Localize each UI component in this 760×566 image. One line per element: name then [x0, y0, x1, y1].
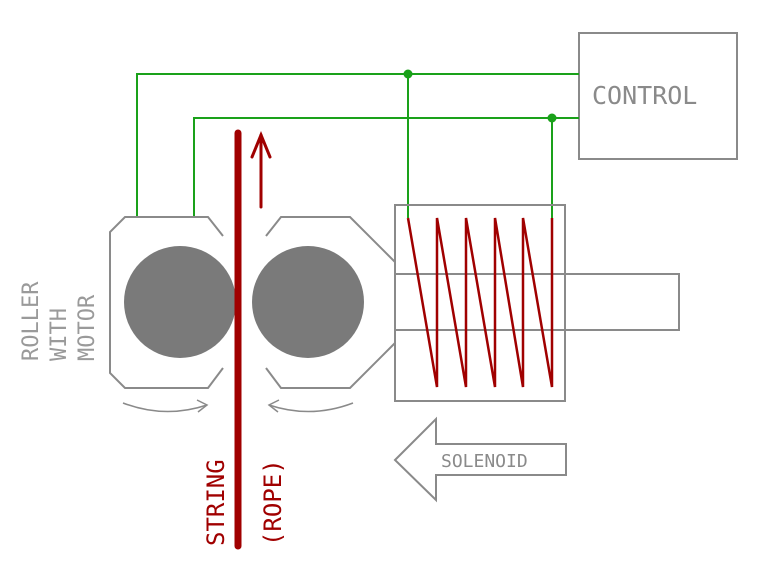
rope-label: (ROPE)	[259, 459, 287, 546]
left-roller-housing	[109, 216, 224, 389]
solenoid-body	[394, 204, 566, 402]
roller-label-line: MOTOR	[75, 294, 100, 361]
roller-label-line: ROLLER	[19, 281, 44, 361]
right-roller-housing	[265, 216, 396, 389]
roller-label-line: WITH	[47, 308, 72, 361]
left-roller	[124, 246, 236, 358]
solenoid-label: SOLENOID	[441, 451, 528, 472]
control-box: CONTROL	[578, 32, 738, 160]
up-arrow-icon	[250, 131, 272, 209]
control-label: CONTROL	[592, 81, 697, 110]
right-roller	[252, 246, 364, 358]
wire-left-roller	[136, 73, 579, 217]
solenoid-coil	[406, 217, 554, 388]
left-rotation-arrow-icon	[122, 399, 209, 413]
wire-right-roller	[193, 117, 579, 217]
wire-junction	[547, 113, 557, 123]
control-wires	[136, 73, 579, 218]
solenoid-arrow-icon	[393, 416, 567, 503]
roller-label: ROLLER WITH MOTOR	[19, 281, 100, 361]
right-rotation-arrow-icon	[267, 399, 354, 413]
solenoid-plunger	[395, 273, 680, 331]
string-label: STRING	[202, 459, 230, 546]
wire-junction	[403, 69, 413, 79]
